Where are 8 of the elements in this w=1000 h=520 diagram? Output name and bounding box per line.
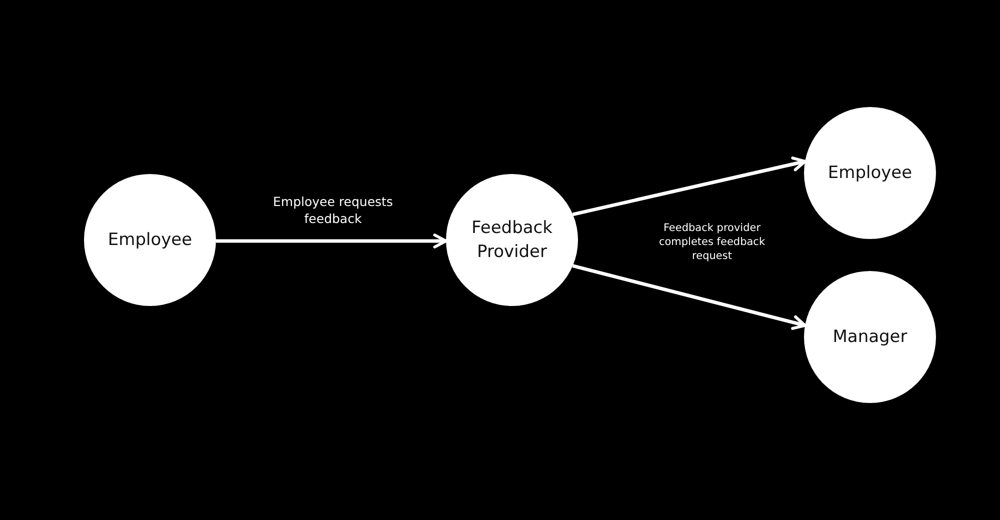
node-label: Feedback Provider: [470, 217, 554, 264]
arrow: [216, 234, 448, 248]
node-label: Manager: [832, 326, 908, 349]
arrow: [572, 264, 806, 330]
node-label: Employee: [108, 229, 192, 252]
flow-note: Feedback provider completes feedback request: [658, 221, 766, 263]
arrow: [572, 156, 806, 216]
node-label: Employee: [828, 162, 912, 185]
